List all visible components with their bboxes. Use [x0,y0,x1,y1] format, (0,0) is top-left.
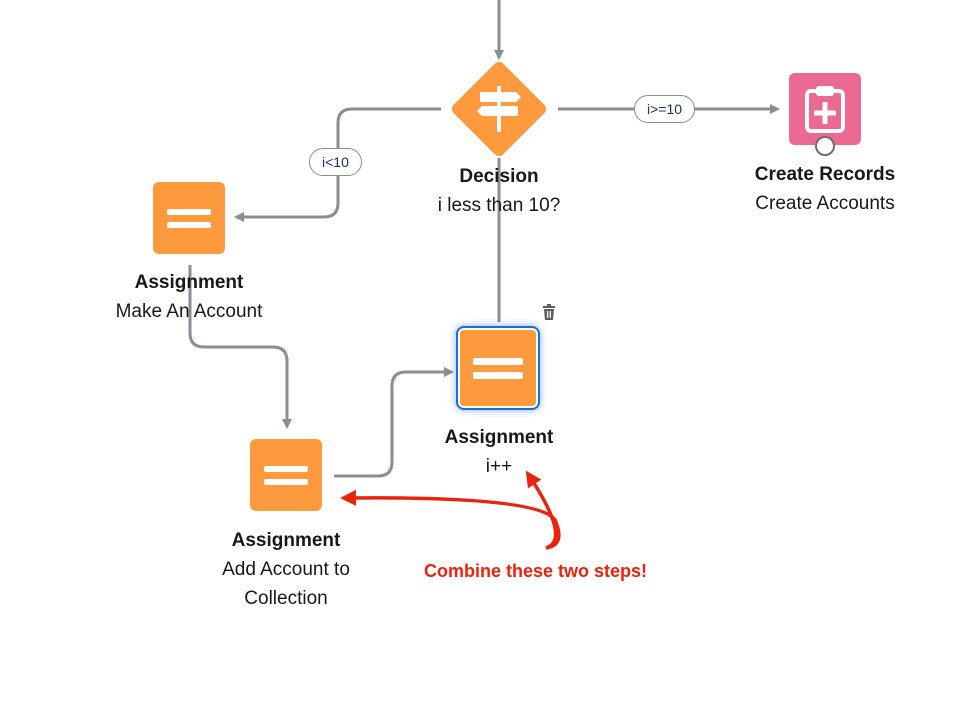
equals-icon-top [473,357,523,365]
create-records-label: Create Records Create Accounts [715,160,935,218]
decision-name: i less than 10? [437,195,561,216]
assignment-incr-type: Assignment [444,427,554,448]
create-records-node[interactable] [789,73,861,145]
equals-icon-bottom [264,478,308,485]
assignment-incr-name: i++ [485,456,513,477]
connector-make-to-add [188,265,292,429]
create-records-name: Create Accounts [755,193,895,214]
assignment-add-name-line1: Add Account to [222,559,350,580]
decision-node-icon[interactable] [450,60,549,159]
assignment-incr-node[interactable] [456,326,540,410]
assignment-make-label: Assignment Make An Account [79,268,299,326]
assignment-add-name-line2: Collection [244,588,328,609]
annotation-arrow-left [340,489,561,550]
assignment-make-name: Make An Account [115,301,263,322]
assignment-add-type: Assignment [231,530,341,551]
connector-label-ge[interactable]: i>=10 [634,95,696,123]
trash-icon[interactable] [540,303,558,321]
annotation-arrow-up [525,470,558,550]
assignment-make-type: Assignment [134,272,244,293]
assignment-add-label: Assignment Add Account to Collection [176,526,396,613]
annotation-text: Combine these two steps! [424,561,648,581]
decision-type: Decision [459,166,539,187]
signpost-icon [477,86,521,132]
decision-label: Decision i less than 10? [389,162,609,220]
equals-icon-bottom [167,221,211,228]
equals-icon-top [264,465,308,472]
assignment-incr-label: Assignment i++ [389,423,609,481]
clipboard-plus-icon [805,86,845,133]
equals-icon-top [167,208,211,215]
connector-add-to-incr [334,367,454,478]
assignment-add-node[interactable] [250,439,322,511]
assignment-make-node[interactable] [153,182,225,254]
equals-icon-bottom [473,371,523,379]
end-connector-circle[interactable] [815,136,835,156]
create-records-type: Create Records [754,164,896,185]
connector-label-lt[interactable]: i<10 [309,148,362,176]
